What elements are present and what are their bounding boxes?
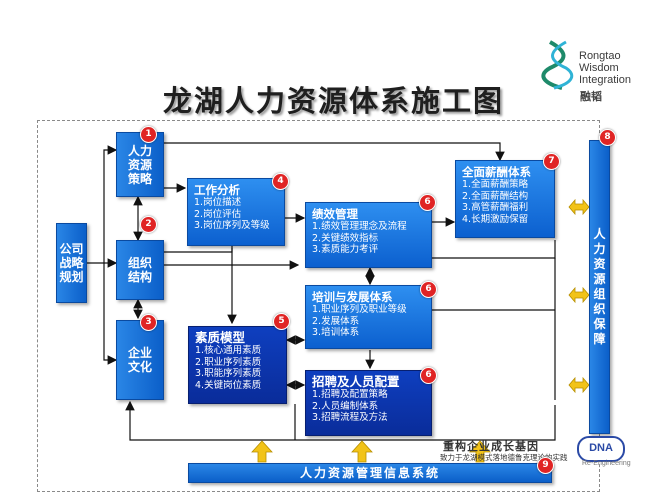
performance-item: 2.关键绩效指标 xyxy=(312,232,379,244)
logo-wordmark: Rongtao Wisdom Integration xyxy=(579,50,631,86)
org-support-char: 保 xyxy=(593,317,606,331)
company-strategy-line-1: 公司 xyxy=(59,242,84,256)
org-support-char: 织 xyxy=(593,302,606,316)
org-structure-line-2: 结构 xyxy=(127,270,152,284)
number-badge-1: 1 xyxy=(140,126,157,143)
performance-title: 绩效管理 xyxy=(312,207,358,221)
compensation-box[interactable]: 全面薪酬体系 1.全面薪酬策略 2.全面薪酬结构 3.高管薪酬福利 4.长期激励… xyxy=(455,160,555,238)
corporate-culture-box[interactable]: 企业 文化 xyxy=(116,320,164,400)
performance-item: 3.素质能力考评 xyxy=(312,244,379,255)
recruitment-item: 2.人员编制体系 xyxy=(312,400,379,412)
logo-helix-icon xyxy=(541,40,574,90)
competency-item: 4.关键岗位素质 xyxy=(195,379,262,391)
page-title: 龙湖人力资源体系施工图 xyxy=(162,84,504,118)
slogan-main: 重构企业成长基因 xyxy=(443,440,539,453)
compensation-item: 1.全面薪酬策略 xyxy=(462,179,529,190)
org-support-char: 资 xyxy=(593,257,606,271)
job-analysis-item: 2.岗位评估 xyxy=(194,208,242,220)
number-badge-7: 7 xyxy=(543,153,560,170)
compensation-item: 2.全面薪酬结构 xyxy=(462,190,529,202)
corporate-culture-line-2: 文化 xyxy=(127,360,152,374)
dna-logo-sub: Re-Engineering xyxy=(582,460,631,467)
org-support-char: 力 xyxy=(593,242,606,256)
training-item: 3.培训体系 xyxy=(312,327,360,338)
job-analysis-item: 1.岗位描述 xyxy=(194,197,242,208)
org-support-char: 人 xyxy=(593,227,606,241)
number-badge-6c: 6 xyxy=(420,367,437,384)
org-structure-line-1: 组织 xyxy=(127,256,152,270)
number-badge-6b: 6 xyxy=(420,281,437,298)
number-badge-2: 2 xyxy=(140,216,157,233)
company-strategy-line-2: 战略 xyxy=(59,256,84,270)
recruitment-title: 招聘及人员配置 xyxy=(312,374,400,389)
hr-strategy-box[interactable]: 人力 资源 策略 xyxy=(116,132,164,197)
training-item: 2.发展体系 xyxy=(312,315,360,327)
company-strategy-box[interactable]: 公司 战略 规划 xyxy=(56,223,87,303)
logo-chinese: 融韬 xyxy=(580,90,602,103)
logo-line-3: Integration xyxy=(579,74,631,86)
org-support-char: 源 xyxy=(593,272,606,286)
compensation-item: 4.长期激励保留 xyxy=(462,213,529,225)
logo-line-1: Rongtao xyxy=(579,50,621,62)
org-support-char: 组 xyxy=(593,287,606,301)
competency-model-box[interactable]: 素质模型 1.核心通用素质 2.职业序列素质 3.职能序列素质 4.关键岗位素质 xyxy=(188,326,287,404)
number-badge-6a: 6 xyxy=(419,194,436,211)
recruitment-box[interactable]: 招聘及人员配置 1.招聘及配置策略 2.人员编制体系 3.招聘流程及方法 xyxy=(305,370,432,436)
recruitment-item: 1.招聘及配置策略 xyxy=(312,389,388,400)
number-badge-3: 3 xyxy=(140,314,157,331)
logo-line-2: Wisdom xyxy=(579,62,619,74)
compensation-title: 全面薪酬体系 xyxy=(462,165,531,179)
hr-strategy-line-2: 资源 xyxy=(127,157,152,172)
competency-item: 2.职业序列素质 xyxy=(195,356,262,368)
number-badge-8: 8 xyxy=(599,129,616,146)
job-analysis-item: 3.岗位序列及等级 xyxy=(194,220,270,231)
compensation-item: 3.高管薪酬福利 xyxy=(462,202,529,213)
competency-item: 3.职能序列素质 xyxy=(195,368,262,379)
training-item: 1.职业序列及职业等级 xyxy=(312,304,407,315)
job-analysis-box[interactable]: 工作分析 1.岗位描述 2.岗位评估 3.岗位序列及等级 xyxy=(187,178,285,246)
number-badge-5: 5 xyxy=(273,313,290,330)
hr-strategy-line-1: 人力 xyxy=(127,143,152,158)
performance-management-box[interactable]: 绩效管理 1.绩效管理理念及流程 2.关键绩效指标 3.素质能力考评 xyxy=(305,202,432,268)
hr-strategy-line-3: 策略 xyxy=(127,171,152,186)
hr-info-system-bar[interactable]: 人力资源管理信息系统 xyxy=(188,463,552,483)
org-support-char: 障 xyxy=(593,332,606,346)
training-development-box[interactable]: 培训与发展体系 1.职业序列及职业等级 2.发展体系 3.培训体系 xyxy=(305,285,432,349)
training-title: 培训与发展体系 xyxy=(312,290,393,304)
job-analysis-title: 工作分析 xyxy=(194,183,240,197)
company-strategy-line-3: 规划 xyxy=(59,270,84,284)
number-badge-4: 4 xyxy=(272,173,289,190)
slogan-sub: 致力于龙湖模式落地德鲁克理论的实践 xyxy=(440,453,568,462)
number-badge-9: 9 xyxy=(537,457,554,474)
org-structure-box[interactable]: 组织 结构 xyxy=(116,240,164,300)
corporate-culture-line-1: 企业 xyxy=(127,346,152,360)
recruitment-item: 3.招聘流程及方法 xyxy=(312,412,388,423)
org-support-bar[interactable]: 人 力 资 源 组 织 保 障 xyxy=(589,140,610,434)
performance-item: 1.绩效管理理念及流程 xyxy=(312,221,407,232)
dna-logo: DNA xyxy=(577,436,625,462)
competency-item: 1.核心通用素质 xyxy=(195,345,262,356)
competency-model-title: 素质模型 xyxy=(195,330,246,345)
